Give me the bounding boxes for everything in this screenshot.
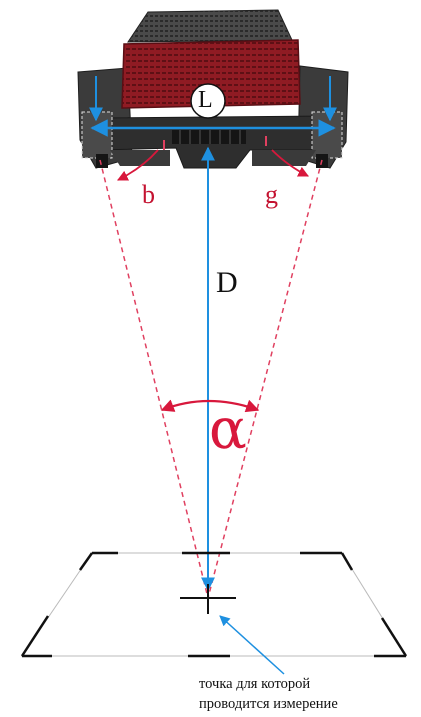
- left-angle-arc: [117, 149, 159, 181]
- right-angle-label: g: [265, 180, 278, 209]
- caption-line-2: проводится измерение: [199, 696, 338, 712]
- baseline-label: L: [198, 87, 213, 113]
- measurement-point-caption: точка для которой проводится измерение: [199, 674, 421, 714]
- crosshair-target-icon: [180, 584, 236, 614]
- caption-pointer-arrow: [219, 615, 285, 675]
- left-sight-line: [99, 159, 209, 599]
- right-sight-line: [207, 159, 323, 599]
- alpha-angle-arc: [160, 399, 260, 413]
- distance-label: D: [216, 266, 238, 299]
- alpha-angle-label: α: [209, 397, 247, 462]
- caption-line-1: точка для которой: [199, 676, 311, 692]
- right-angle-arc: [271, 149, 309, 177]
- baseline-label-circle: [190, 83, 226, 119]
- left-angle-label: b: [142, 180, 155, 209]
- ground-plane-dashes: [20, 551, 408, 658]
